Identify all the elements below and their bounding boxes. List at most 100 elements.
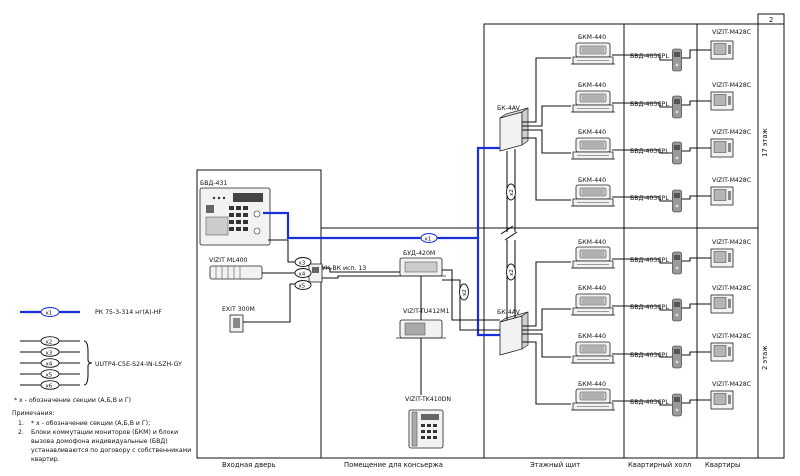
notes-title: Примечания: <box>12 410 54 417</box>
monitor-label: VIZIT-M428C <box>712 82 751 89</box>
concierge-monitor-device <box>396 319 446 339</box>
floor-module-label: БКМ-440 <box>578 285 606 292</box>
relay-device <box>308 263 323 283</box>
floor-module-label: БКМ-440 <box>578 34 606 41</box>
floor-module-device <box>570 341 616 364</box>
monitor-label: VIZIT-M428C <box>712 177 751 184</box>
floor-module-device <box>570 137 616 160</box>
concierge-handset-device <box>408 409 444 449</box>
monitor-label: VIZIT-M428C <box>712 129 751 136</box>
monitor-label: VIZIT-M428C <box>712 239 751 246</box>
video-switch-lower-label: БК-4AV <box>497 309 521 316</box>
door-panel-label: БВД-403CPL <box>630 399 669 406</box>
floor-module-label: БКМ-440 <box>578 82 606 89</box>
lock-label: VIZIT ML400 <box>209 257 248 264</box>
door-panel-device <box>672 345 682 369</box>
call-panel-device <box>199 187 271 246</box>
legend: х1 РК 75-3-314 нг(А)-HF х2 х3 х4 х5 х6 U… <box>14 307 182 404</box>
door-panel-label: БВД-403CPL <box>630 304 669 311</box>
video-switch-upper-label: БК-4AV <box>497 105 521 112</box>
cable-tag-x5-entrance: х5 <box>294 280 312 290</box>
door-panel-device <box>672 251 682 275</box>
door-panel-device <box>672 393 682 417</box>
floor-module-label: БКМ-440 <box>578 239 606 246</box>
call-panel-label: БВД-431 <box>200 180 227 187</box>
floor-module-label: БКМ-440 <box>578 129 606 136</box>
legend-utp-label: UUTP4-C5E-S24-IN-LSZH-GY <box>95 361 182 368</box>
floor-module-device <box>570 90 616 113</box>
legend-cable-tag: х6 <box>46 383 53 389</box>
floor-module-label: БКМ-440 <box>578 381 606 388</box>
notes: Примечания: 1. * х - обозначение секции … <box>12 410 191 463</box>
legend-cable-tag: х2 <box>46 339 53 345</box>
cable-tag-x2-riser-lower: х2 <box>506 263 516 281</box>
monitor-device <box>710 91 734 111</box>
monitor-label: VIZIT-M428C <box>712 29 751 36</box>
cable-tag-text: х3 <box>299 261 306 267</box>
legend-cable-tag: х1 <box>46 311 53 317</box>
cable-tag-text: х1 <box>425 237 432 243</box>
floor-module-device <box>570 388 616 411</box>
monitor-device <box>710 248 734 268</box>
legend-cable-tag: х4 <box>46 361 53 367</box>
exit-button-label: EXIT 300M <box>222 306 255 313</box>
floor-module-device <box>570 42 616 65</box>
cable-tag-x1-main: х1 <box>420 233 438 243</box>
door-panel-label: БВД-403CPL <box>630 257 669 264</box>
power-unit-label: БУД-420М <box>403 250 435 257</box>
cable-tag-text: х5 <box>299 284 306 290</box>
cable-tag-x4-entrance: х4 <box>294 268 312 278</box>
concierge-handset-label: VIZIT-TK410DN <box>405 396 451 403</box>
sheet-number: 2 <box>769 16 773 24</box>
zone-label-concierge: Помещение для консьержа <box>344 461 443 469</box>
floor-label-upper: 17 этаж <box>761 128 769 157</box>
door-panel-label: БВД-403CPL <box>630 53 669 60</box>
door-panel-label: БВД-403CPL <box>630 101 669 108</box>
floor-module-label: БКМ-440 <box>578 333 606 340</box>
monitor-label: VIZIT-M428C <box>712 285 751 292</box>
concierge-monitor-label: VIZIT-TU412M1 <box>403 308 449 315</box>
monitor-device <box>710 138 734 158</box>
note-2-line-4: квартир. <box>31 456 60 463</box>
cable-tag-x2-riser-upper: х2 <box>506 183 516 201</box>
floor-module-device <box>570 293 616 316</box>
lock-device <box>209 265 263 280</box>
note-2-line-3: устанавливаются по договору с собственни… <box>31 446 191 454</box>
legend-cable-tag: х5 <box>46 372 53 378</box>
cable-tag-text: х4 <box>299 272 306 278</box>
cable-tag-text: х2 <box>509 189 515 196</box>
floor-module-device <box>570 246 616 269</box>
note-2-number: 2. <box>18 429 24 436</box>
door-panel-device <box>672 189 682 213</box>
note-1-number: 1. <box>18 420 24 427</box>
door-panel-device <box>672 298 682 322</box>
door-panel-label: БВД-403CPL <box>630 148 669 155</box>
cable-tag-x2-concierge: х2 <box>459 283 469 301</box>
note-1-text: * х - обозначение секции (А,Б,В и Г); <box>31 419 150 427</box>
cable-tag-text: х2 <box>509 269 515 276</box>
floor-module-label: БКМ-440 <box>578 177 606 184</box>
exit-button-device <box>229 314 244 333</box>
power-unit-device <box>396 257 446 277</box>
note-2-line-1: Блоки коммутации мониторов (БКМ) и блоки <box>31 428 178 436</box>
monitor-device <box>710 40 734 60</box>
video-switch-upper <box>499 107 529 152</box>
door-panel-device <box>672 95 682 119</box>
cable-tag-x3-entrance: х3 <box>294 257 312 267</box>
monitor-label: VIZIT-M428C <box>712 333 751 340</box>
relay-label: УК-ВК исп. 13 <box>322 265 366 272</box>
door-panel-device <box>672 141 682 165</box>
zone-label-entrance: Входная дверь <box>222 461 276 469</box>
floor-module-device <box>570 184 616 207</box>
monitor-device <box>710 390 734 410</box>
sheet-frame <box>196 13 785 459</box>
door-panel-device <box>672 48 682 72</box>
zone-label-hall: Квартирный холл <box>628 461 691 469</box>
door-panel-label: БВД-403CPL <box>630 195 669 202</box>
note-2-line-2: вызова домофона индивидуальные (БВД) <box>31 438 168 445</box>
monitor-device <box>710 294 734 314</box>
door-panel-label: БВД-403CPL <box>630 352 669 359</box>
legend-cable-tag: х3 <box>46 350 53 356</box>
cable-tag-text: х2 <box>462 289 468 296</box>
